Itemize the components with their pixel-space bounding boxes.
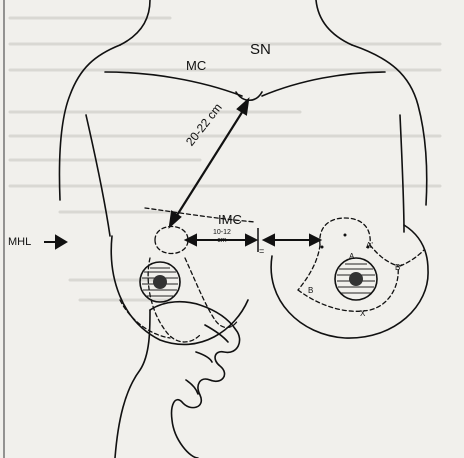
keyhole-points [321,234,370,249]
mhl-label: MHL [8,236,31,248]
neck-left-outline [120,0,150,45]
right-keyhole-right-limb [370,245,398,266]
sn-label: SN [250,41,271,58]
point-b-label: B [308,286,313,295]
mc-label: MC [186,58,206,73]
equal-mark: = [259,246,264,256]
left-new-nipple-circle [155,227,188,254]
left-chest-wall [86,115,110,236]
right-lateral-dash [400,250,424,266]
left-clavicle [105,72,242,96]
forearm-outline [115,310,150,458]
finger-lines [186,325,228,394]
right-nipple [349,272,363,286]
right-chest-wall [400,115,404,232]
left-pedicle-contour-c [120,300,170,338]
left-pedicle-contour-b [185,258,238,328]
right-clavicle [262,72,385,96]
left-nipple [153,275,167,289]
imc-label: IMC [218,212,242,227]
mhl-arrow [44,236,66,248]
point-x-label: X [360,309,365,318]
bleed-through-text [10,18,440,300]
gap-measure-label: 10-12 cm [213,229,231,245]
hand-palm-outline [150,302,240,458]
right-gap-arrow [264,235,320,245]
point-b-prime-label: B' [395,263,402,272]
gap-measure-top: 10-12 [213,229,231,237]
gap-measure-bottom: cm [213,237,231,245]
right-keyhole-top [320,218,370,245]
neck-right-outline [316,0,352,45]
point-a-label: A [349,252,354,261]
left-shoulder-outline [59,45,120,200]
right-keyhole-left-limb [298,245,320,290]
point-a-prime-label: A' [366,241,373,250]
